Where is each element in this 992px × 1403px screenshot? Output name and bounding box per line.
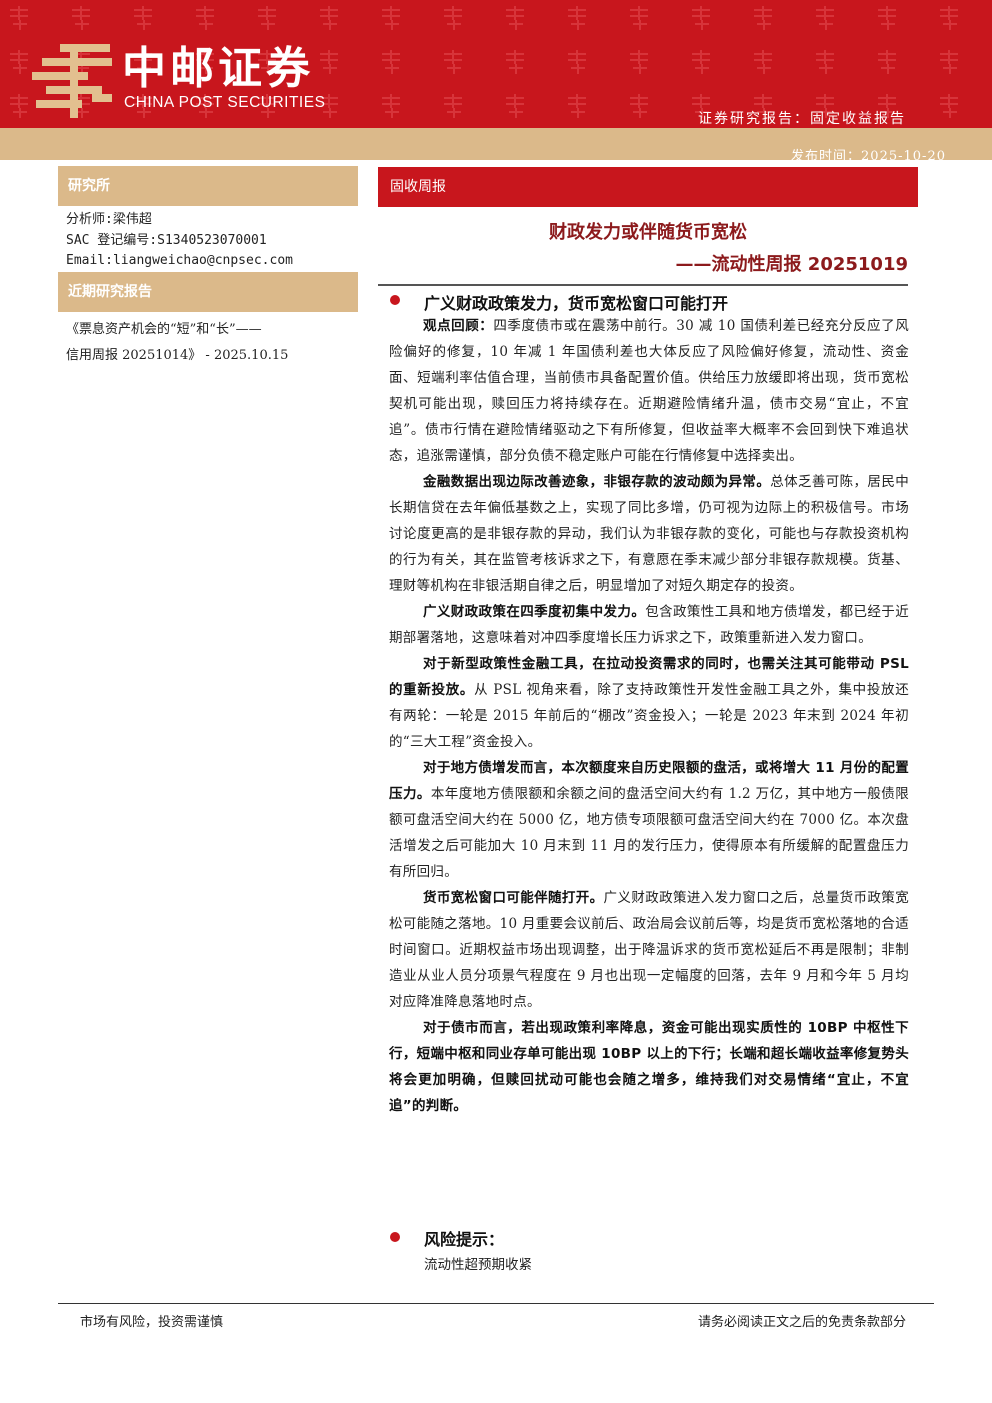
- brand-name-cn: 中邮证券: [122, 43, 314, 94]
- footer-disclaimer-note: 请务必阅读正文之后的免责条款部分: [697, 1315, 906, 1330]
- section-title-main: 广义财政政策发力，货币宽松窗口可能打开: [424, 294, 729, 313]
- bullet-icon: [390, 295, 400, 305]
- title-divider: [378, 284, 908, 286]
- paragraph-local-debt: 对于地方债增发而言，本次额度来自历史限额的盘活，或将增大 11 月份的配置压力。…: [389, 760, 909, 880]
- paragraph-review: 观点回顾：四季度债市或在震荡中前行。30 减 10 国债利差已经充分反应了风险偏…: [389, 318, 909, 464]
- analyst-email[interactable]: Email:liangweichao@cnpsec.com: [66, 253, 293, 268]
- paragraph-financial-data: 金融数据出现边际改善迹象，非银存款的波动颇为异常。总体乏善可陈，居民中长期信贷在…: [389, 474, 910, 594]
- footer-divider: [58, 1303, 934, 1304]
- paragraph-bond-market: 对于债市而言，若出现政策利率降息，资金可能出现实质性的 10BP 中枢性下行，短…: [389, 1020, 909, 1114]
- body-text: 观点回顾：四季度债市或在震荡中前行。30 减 10 国债利差已经充分反应了风险偏…: [389, 313, 909, 1119]
- paragraph-fiscal-policy: 广义财政政策在四季度初集中发力。包含政策性工具和地方债增发，都已经于近期部署落地…: [389, 604, 909, 646]
- china-post-logo-icon: [32, 44, 112, 118]
- footer-risk-note: 市场有风险，投资需谨慎: [80, 1315, 224, 1330]
- report-subtitle: ——流动性周报 20251019: [675, 254, 908, 275]
- publish-date: 发布时间：2025-10-20: [791, 149, 946, 164]
- paragraph-policy-tools: 对于新型政策性金融工具，在拉动投资需求的同时，也需关注其可能带动 PSL 的重新…: [389, 656, 909, 750]
- risk-text: 流动性超预期收紧: [424, 1257, 532, 1273]
- recent-report-line2[interactable]: 信用周报 20251014》 - 2025.10.15: [66, 348, 289, 363]
- bullet-icon: [390, 1232, 400, 1242]
- paragraph-monetary-easing: 货币宽松窗口可能伴随打开。广义财政政策进入发力窗口之后，总量货币政策宽松可能随之…: [389, 890, 909, 1010]
- report-title: 财政发力或伴随货币宽松: [549, 222, 747, 243]
- sac-number: SAC 登记编号:S1340523070001: [66, 233, 267, 248]
- report-type: 证券研究报告：固定收益报告: [698, 111, 906, 127]
- institute-header: 研究所: [58, 166, 358, 206]
- brand-name-en: CHINA POST SECURITIES: [124, 94, 326, 111]
- report-tag: 固收周报: [378, 167, 918, 207]
- risk-title: 风险提示：: [424, 1230, 505, 1249]
- recent-reports-header: 近期研究报告: [58, 272, 358, 312]
- recent-report-line1[interactable]: 《票息资产机会的“短”和“长”——: [66, 322, 262, 337]
- header-band: [0, 128, 992, 160]
- analyst-name: 分析师:梁伟超: [66, 212, 152, 227]
- header-pattern: [0, 0, 992, 128]
- header-banner: 中邮证券 CHINA POST SECURITIES 证券研究报告：固定收益报告: [0, 0, 992, 128]
